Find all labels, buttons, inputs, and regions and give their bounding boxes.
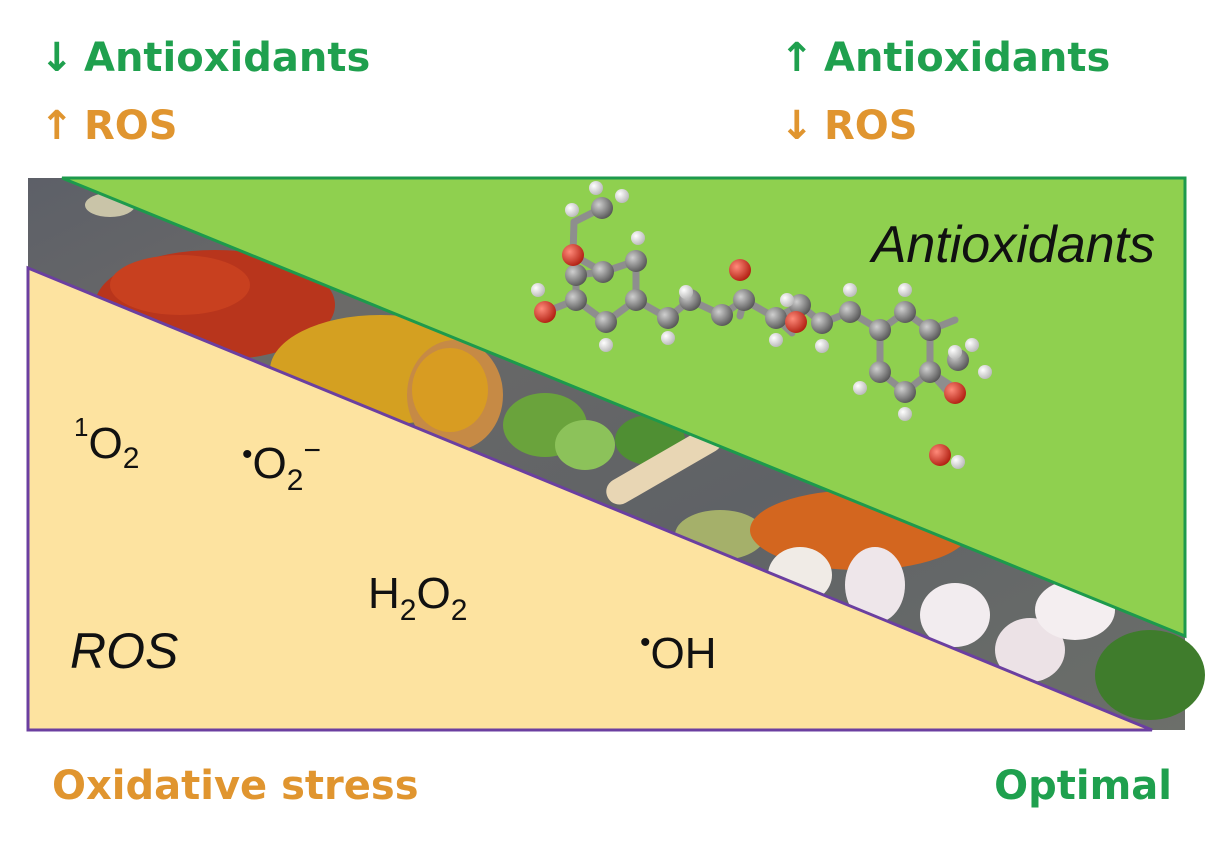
ros-region xyxy=(26,265,1153,732)
hydrogen-peroxide: H2O2 xyxy=(368,569,467,627)
hydroxyl-radical: •OH xyxy=(640,626,717,678)
wooden-spoon xyxy=(606,426,723,505)
oxidative-stress-label: Oxidative stress xyxy=(52,763,419,809)
left-antioxidants-decrease: ↓Antioxidants xyxy=(40,35,371,81)
up-arrow-icon: ↑ xyxy=(40,103,74,149)
singlet-oxygen: 1O2 xyxy=(74,412,139,475)
down-arrow-icon: ↓ xyxy=(40,35,74,81)
superoxide: •O2− xyxy=(242,434,321,497)
optimal-label: Optimal xyxy=(994,763,1172,809)
mint-leaves xyxy=(1095,630,1205,720)
right-antioxidants-increase: ↑Antioxidants xyxy=(780,35,1111,81)
right-ros-decrease: ↓ROS xyxy=(780,103,918,149)
down-arrow-icon: ↓ xyxy=(780,103,814,149)
up-arrow-icon: ↑ xyxy=(780,35,814,81)
left-ros-increase: ↑ROS xyxy=(40,103,178,149)
antioxidants-region-label: Antioxidants xyxy=(869,216,1155,274)
ros-region-label: ROS xyxy=(70,623,178,679)
curcumin-molecule xyxy=(531,181,992,469)
